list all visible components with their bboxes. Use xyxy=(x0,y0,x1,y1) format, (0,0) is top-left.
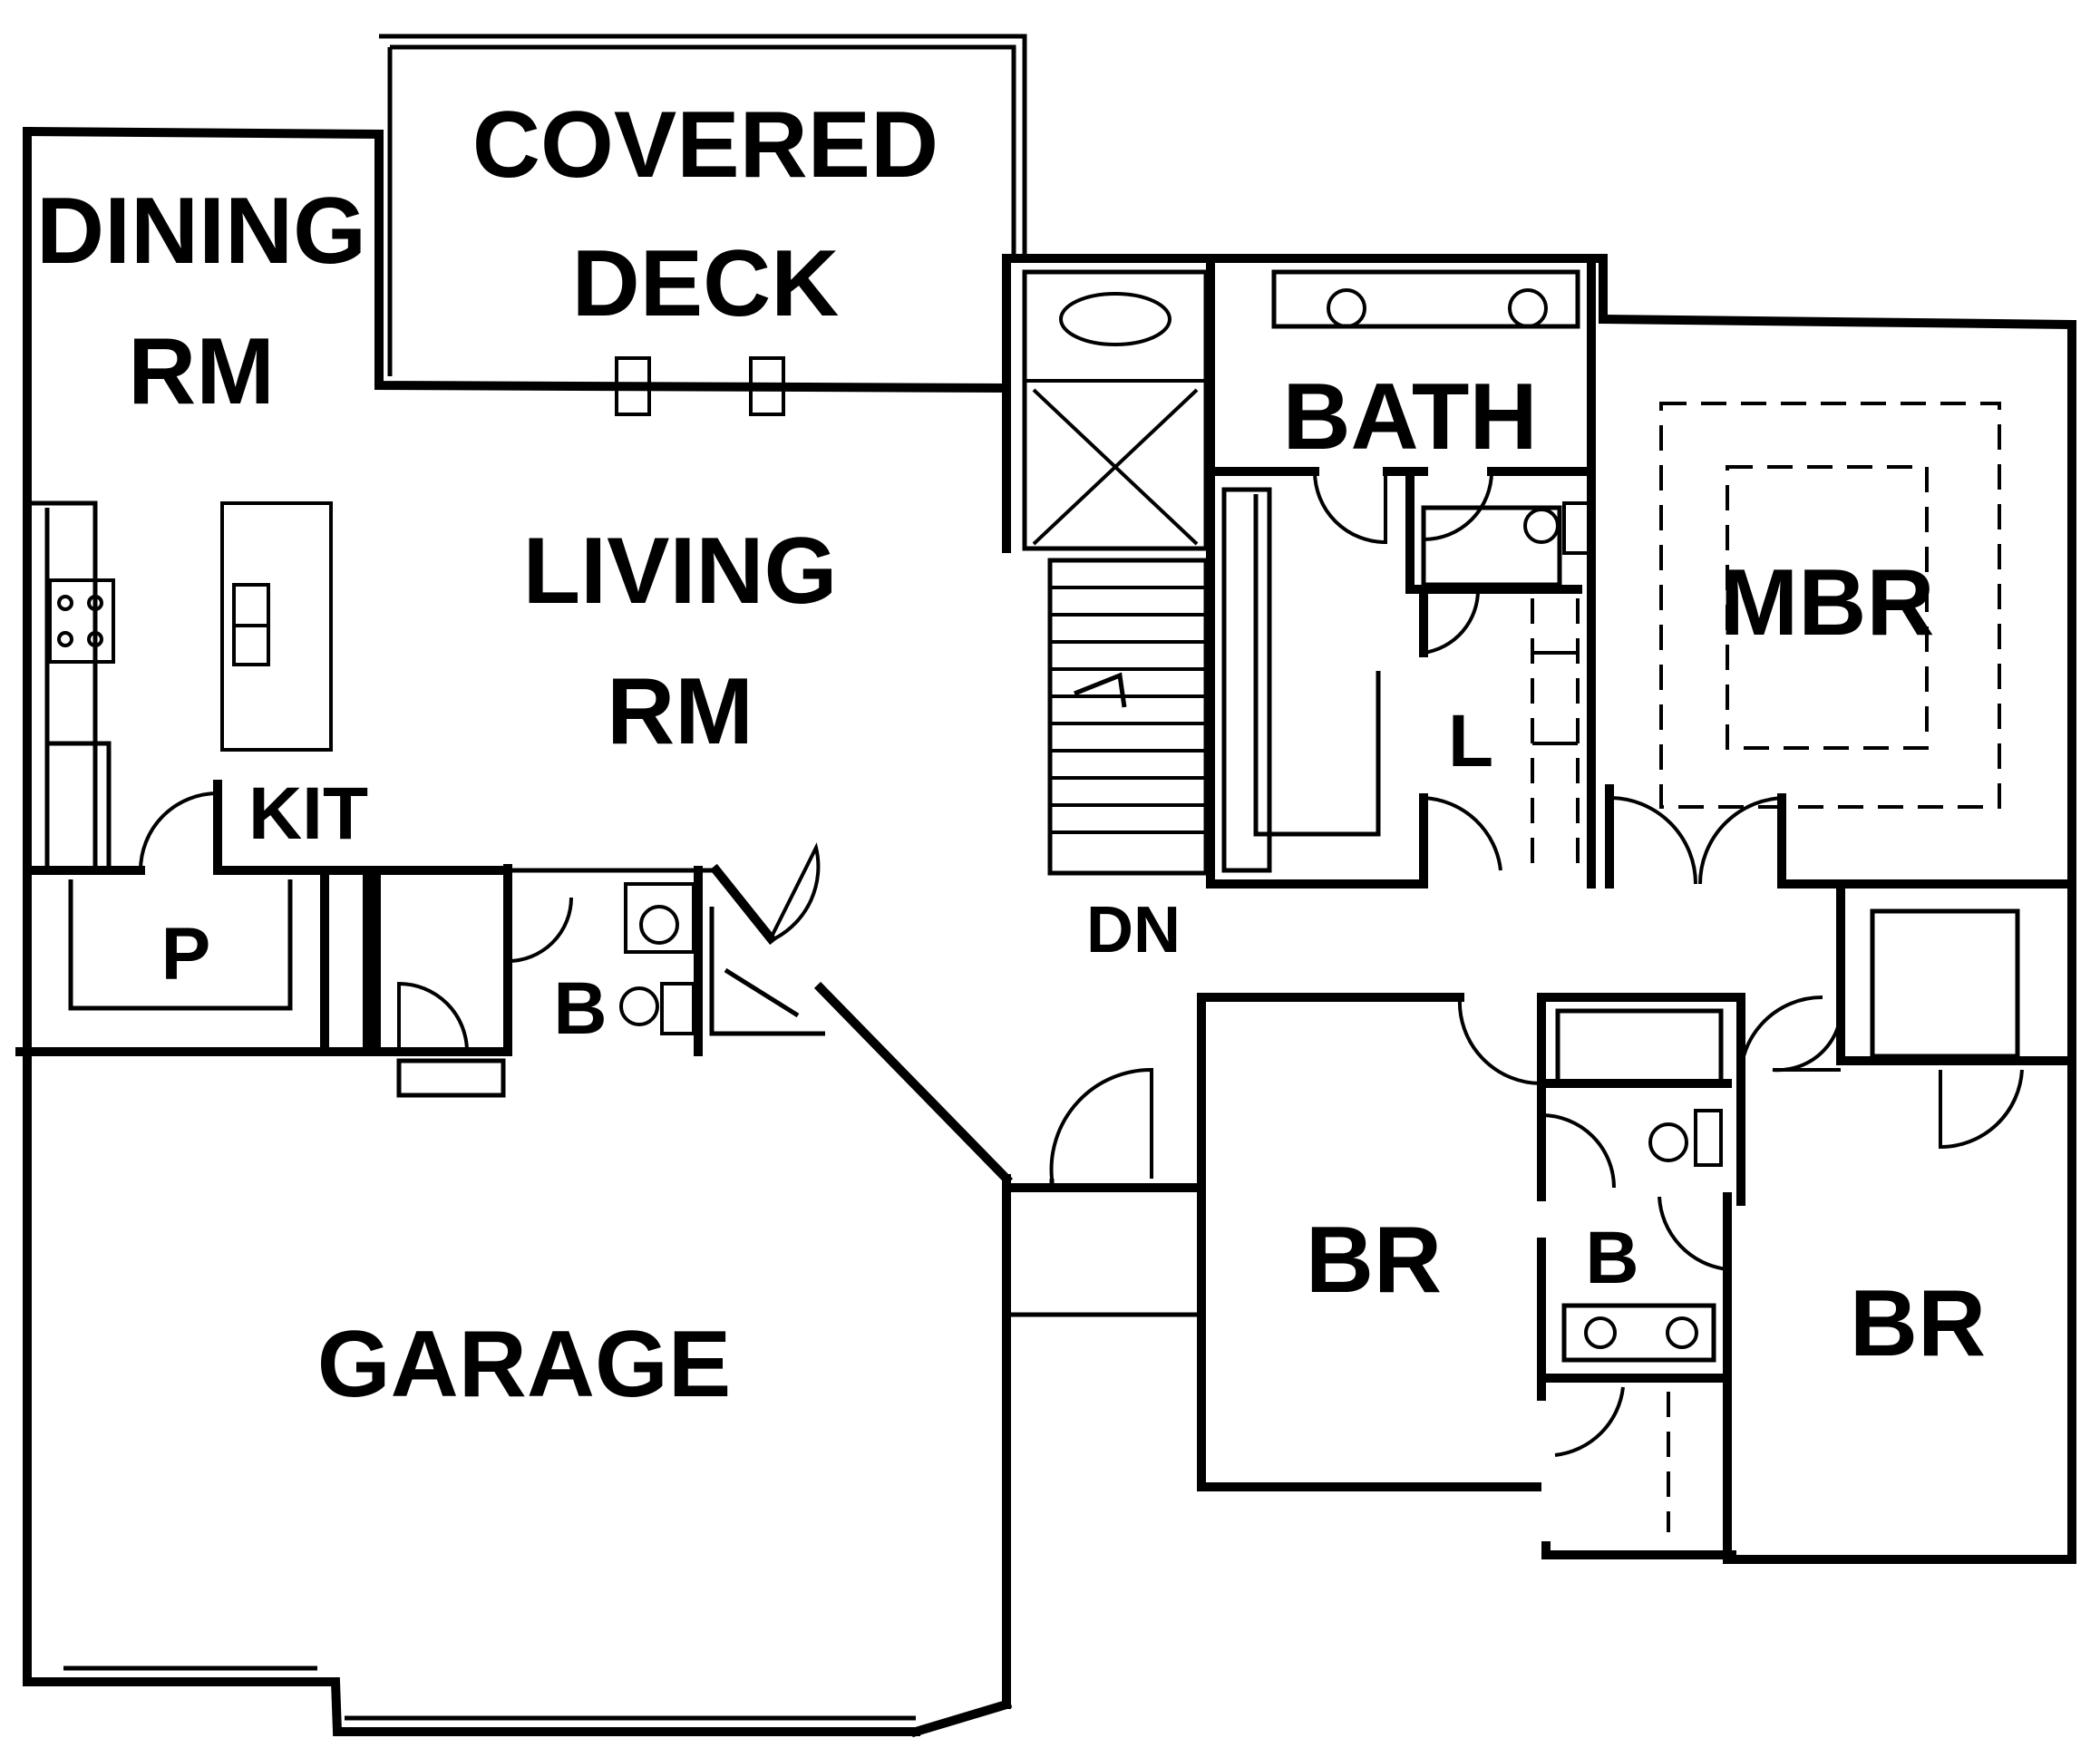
label-bath: BATH xyxy=(1282,364,1537,470)
label-half-bath: B xyxy=(553,967,607,1050)
label-living-rm-line1: LIVING xyxy=(523,519,838,624)
half-bath-area xyxy=(372,842,825,1098)
label-stairs-down: DN xyxy=(1086,894,1181,966)
exterior-walls xyxy=(15,126,2076,1738)
label-dining-rm-line2: RM xyxy=(128,319,275,424)
label-garage: GARAGE xyxy=(317,1312,731,1417)
label-pantry: P xyxy=(161,913,211,995)
label-laundry: L xyxy=(1448,700,1493,782)
label-covered-deck-line2: DECK xyxy=(572,231,840,336)
room-labels: COVERED DECK DINING RM LIVING RM KIT P B… xyxy=(36,92,1986,1417)
pantry xyxy=(68,875,372,1047)
front-entry xyxy=(1006,1067,1201,1317)
label-dining-rm-line1: DINING xyxy=(36,179,366,284)
stair-treads xyxy=(1050,586,1206,834)
hall-bath-and-closets xyxy=(1457,879,2076,1564)
garage-door xyxy=(63,1665,916,1721)
master-bath-fixtures xyxy=(1206,254,1596,889)
label-bedroom-right: BR xyxy=(1850,1271,1986,1376)
label-kit: KIT xyxy=(248,772,368,855)
stairs xyxy=(1022,269,1209,876)
covered-deck-outline xyxy=(379,34,1027,416)
label-hall-bath: B xyxy=(1585,1217,1638,1299)
kitchen-fixtures xyxy=(23,500,512,875)
label-covered-deck-line1: COVERED xyxy=(472,92,938,198)
master-bedroom-details xyxy=(1605,402,2076,889)
label-mbr: MBR xyxy=(1720,550,1935,656)
label-bedroom-left: BR xyxy=(1306,1208,1442,1313)
label-living-rm-line2: RM xyxy=(607,659,753,764)
